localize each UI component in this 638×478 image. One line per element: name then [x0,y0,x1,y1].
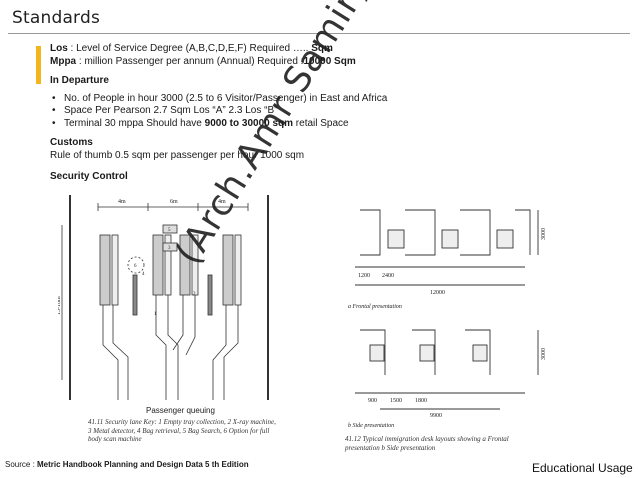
source-label: Source : [5,460,38,469]
mppa-value: 10000 Sqm [303,55,356,67]
mppa-line: Mppa : million Passenger per annum (Annu… [50,56,610,69]
dim-label: 9900 [430,413,442,419]
los-text: : Level of Service Degree (A,B,C,D,E,F) … [67,43,312,54]
immigration-caption: 41.12 Typical immigration desk layouts s… [345,435,509,452]
list-item: No. of People in hour 3000 (2.5 to 6 Vis… [50,93,610,106]
terminal-suffix: retail Space [293,117,349,129]
caption-line: 41.12 Typical immigration desk layouts s… [345,435,509,443]
security-caption: 41.11 Security lane Key: 1 Empty tray co… [88,418,276,444]
slide-body: Los : Level of Service Degree (A,B,C,D,E… [50,43,610,184]
caption-line: 41.11 Security lane Key: 1 Empty tray co… [88,418,276,426]
marker-label: 1 [154,312,157,317]
list-item: Space Per Pearson 2.7 Sqm Los “A” 2.3 Lo… [50,105,610,118]
caption-line: presentation b Side presentation [345,443,436,452]
los-line: Los : Level of Service Degree (A,B,C,D,E… [50,43,610,56]
side-label: b Side presentation [348,423,394,429]
security-lane-figure: 4m 6m 4m 13-18m 6 5 4 3 2 1 [58,195,269,400]
departure-list: No. of People in hour 3000 (2.5 to 6 Vis… [50,93,610,131]
marker-label: 4 [142,272,145,277]
los-label: Los [50,43,68,54]
marker-label: 2 [193,292,196,297]
frontal-label: a Frontal presentation [348,304,402,310]
list-item: Terminal 30 mppa Should have 9000 to 300… [50,118,610,131]
immigration-figure: 1200 2400 12000 3000 a Frontal presentat… [348,209,547,429]
dim-label: 2400 [382,273,394,279]
marker-label: 6 [134,264,137,269]
caption-line: body scan machine [88,435,142,443]
title-divider [8,33,630,34]
dim-label: 1500 [390,398,402,404]
los-value: Sqm [311,43,333,54]
marker-label: 3 [168,246,171,251]
customs-text: Rule of thumb 0.5 sqm per passenger per … [50,149,305,161]
source-line: Source : Metric Handbook Planning and De… [5,460,249,469]
queue-label: Passenger queuing [146,406,215,415]
dim-label: 3000 [541,348,547,360]
marker-label: 5 [168,228,171,233]
source-value: Metric Handbook Planning and Design Data… [37,460,249,469]
dim-label: 900 [368,398,377,404]
dim-label: 1200 [358,273,370,279]
dim-label: 4m [118,199,126,205]
usage-badge: Educational Usage [532,461,633,475]
caption-line: 3 Metal detector, 4 Bag retrieval, 5 Bag… [88,426,270,435]
dim-label: 12000 [430,290,445,296]
accent-bar [36,46,41,84]
dim-side-label: 13-18m [58,296,62,315]
dim-label: 3000 [541,228,547,240]
departure-heading: In Departure [50,75,109,86]
mppa-text: : million Passenger per annum (Annual) R… [76,55,304,67]
terminal-prefix: Terminal 30 mppa Should have [64,117,205,129]
customs-heading: Customs [50,137,93,148]
security-heading: Security Control [50,171,128,182]
dim-label: 1800 [415,398,427,404]
mppa-label: Mppa [50,55,77,67]
page-title: Standards [12,8,100,28]
dim-label: 6m [170,199,178,205]
terminal-value: 9000 to 30000 sqm [204,117,294,129]
dim-label: 4m [218,199,226,205]
